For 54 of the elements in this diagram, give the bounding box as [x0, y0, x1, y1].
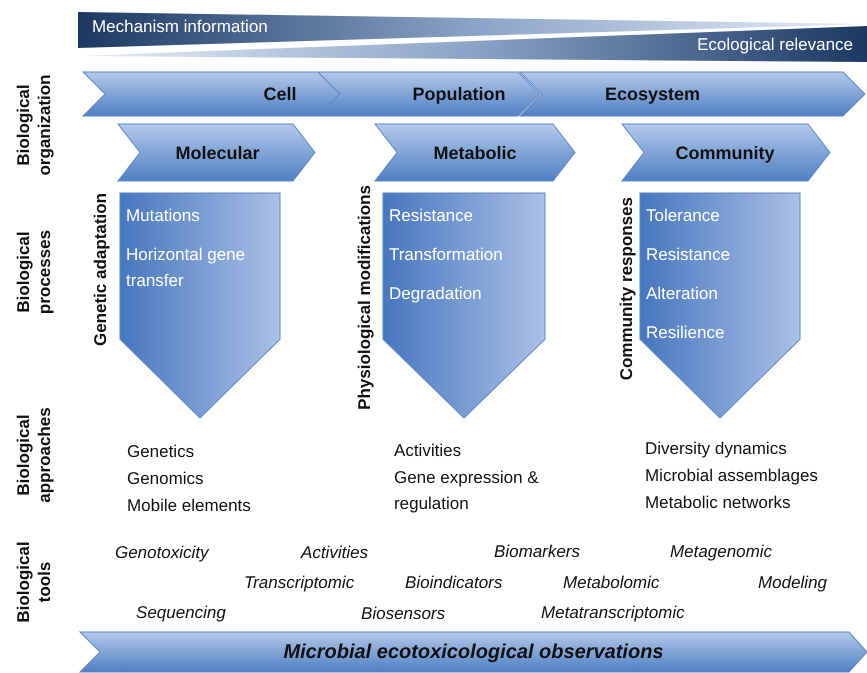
- tool-label: Bioindicators: [405, 572, 502, 594]
- band-label: Microbial ecotoxicological observations: [282, 640, 665, 664]
- tool-label: Sequencing: [136, 602, 226, 624]
- process-category-label: Physiological modifications: [354, 185, 375, 412]
- approach-label: Metabolic networks: [645, 492, 791, 514]
- level-band: [375, 124, 575, 181]
- tool-label: Genotoxicity: [115, 542, 209, 564]
- tool-label: Biosensors: [361, 603, 446, 625]
- approach-label: Mobile elements: [127, 495, 251, 517]
- approach-label: Genomics: [127, 468, 204, 490]
- process-item: Mutations: [126, 205, 201, 227]
- observation-band: [80, 632, 867, 672]
- process-pentagon: [640, 193, 800, 418]
- process-pentagon: [120, 193, 280, 418]
- level-label: Cell: [262, 83, 298, 105]
- approach-label: Microbial assemblages: [645, 465, 818, 487]
- process-item: Resistance: [389, 205, 474, 227]
- level-band: [622, 124, 830, 181]
- level-label: Metabolic: [432, 142, 518, 164]
- tool-label: Metatranscriptomic: [541, 602, 685, 624]
- scale-label: Mechanism information: [92, 17, 268, 37]
- approach-label: Gene expression & regulation: [394, 467, 540, 515]
- process-category-label: Genetic adaptation: [90, 193, 111, 348]
- tool-label: Metabolomic: [563, 572, 660, 594]
- approach-label: Diversity dynamics: [645, 438, 787, 460]
- level-label: Molecular: [174, 142, 261, 164]
- process-item: Alteration: [646, 283, 719, 305]
- level-band: [520, 72, 865, 116]
- process-item: Resilience: [646, 322, 726, 344]
- level-band: [318, 72, 540, 116]
- tool-label: Activities: [301, 542, 368, 564]
- scale-label: Ecological relevance: [697, 35, 853, 55]
- approach-label: Activities: [394, 440, 462, 462]
- level-label: Community: [674, 142, 776, 164]
- tool-label: Transcriptomic: [244, 572, 354, 594]
- process-item: Transformation: [389, 244, 504, 266]
- level-band: [118, 124, 315, 181]
- process-item: Degradation: [389, 283, 483, 305]
- approach-label: Genetics: [127, 441, 194, 463]
- level-band: [83, 72, 340, 116]
- process-category-label: Community responses: [616, 197, 637, 382]
- level-label: Population: [412, 83, 506, 105]
- process-item: Horizontal gene transfer: [126, 244, 246, 292]
- process-pentagon: [383, 193, 545, 418]
- tool-label: Modeling: [758, 572, 827, 594]
- row-heading: Biological tools: [13, 540, 55, 625]
- row-heading: Biological organization: [13, 73, 55, 178]
- process-item: Tolerance: [646, 205, 721, 227]
- tool-label: Biomarkers: [494, 541, 580, 563]
- level-label: Ecosystem: [604, 83, 702, 105]
- row-heading: Biological processes: [13, 228, 55, 316]
- tool-label: Metagenomic: [670, 541, 772, 563]
- process-item: Resistance: [646, 244, 732, 266]
- row-heading: Biological approaches: [13, 406, 55, 505]
